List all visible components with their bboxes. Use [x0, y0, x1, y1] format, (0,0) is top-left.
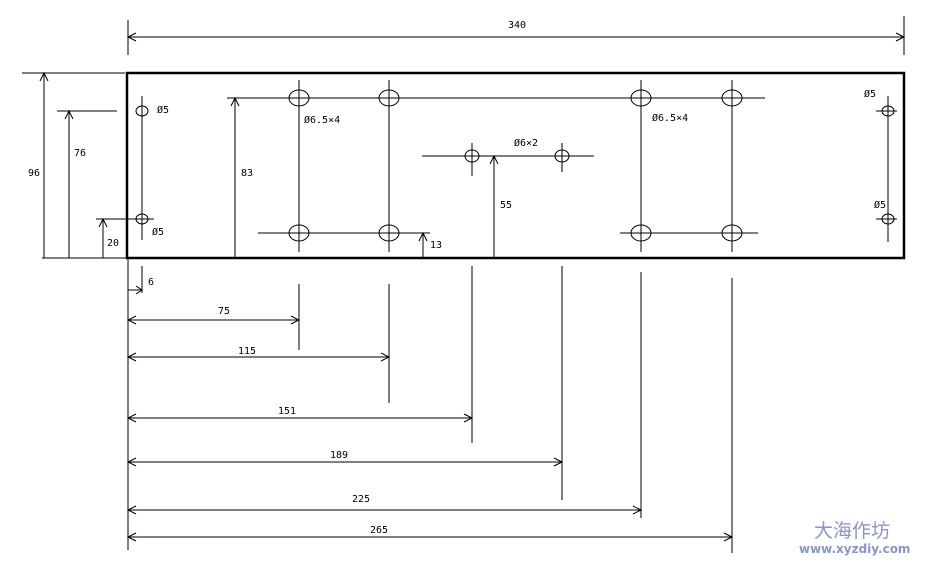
watermark-name: 大海作坊	[814, 520, 890, 542]
hole-label-top-right: Ø5	[864, 88, 876, 100]
hole-d5-bottom-left	[135, 213, 149, 225]
label-96: 96	[28, 168, 40, 179]
label-dim-265: 265	[370, 525, 388, 536]
label-83: 83	[241, 168, 253, 179]
label-dim-115: 115	[238, 346, 256, 357]
label-13: 13	[430, 240, 442, 251]
label-76: 76	[74, 148, 86, 159]
label-340: 340	[508, 20, 526, 31]
label-55: 55	[500, 200, 512, 211]
label-dim-225: 225	[352, 494, 370, 505]
hole-d5-top-right	[881, 105, 895, 117]
label-dim-189: 189	[330, 450, 348, 461]
hole-label-bottom-left: Ø5	[152, 226, 164, 238]
plate-outline	[125, 71, 906, 260]
label-dim-75: 75	[218, 306, 230, 317]
group-label-middle: Ø6×2	[514, 137, 538, 149]
label-dim-151: 151	[278, 406, 296, 417]
label-dim-6: 6	[148, 277, 154, 288]
watermark-url: www.xyzdiy.com	[799, 542, 910, 556]
hole-label-top-left: Ø5	[157, 104, 169, 116]
label-20: 20	[107, 238, 119, 249]
group-label-left: Ø6.5×4	[304, 114, 340, 126]
hole-d5-bottom-right	[881, 213, 895, 225]
hole-label-bottom-right: Ø5	[874, 199, 886, 211]
hole-d5-top-left	[135, 105, 149, 117]
group-label-right: Ø6.5×4	[652, 112, 688, 124]
